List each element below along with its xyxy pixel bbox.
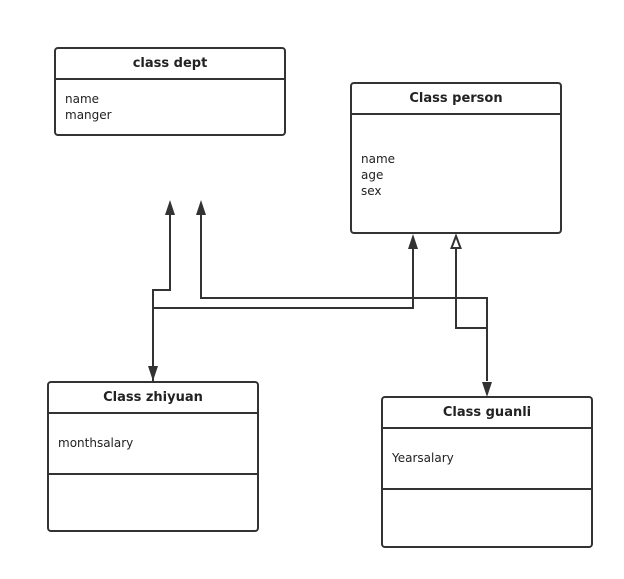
class-attributes-dept: name manger bbox=[56, 80, 284, 123]
class-title-zhiyuan: Class zhiyuan bbox=[49, 383, 257, 414]
class-box-person[interactable]: Class person name age sex bbox=[350, 82, 562, 234]
arrowhead-into-zhiyuan bbox=[148, 366, 158, 381]
attribute-dept-manger: manger bbox=[65, 108, 112, 122]
class-box-dept[interactable]: class dept name manger bbox=[54, 47, 286, 136]
arrowhead-into-guanli bbox=[482, 382, 492, 397]
attribute-person-sex: sex bbox=[361, 184, 382, 198]
attribute-person-name: name bbox=[361, 152, 396, 166]
arrowhead-zhiyuan-dept bbox=[165, 200, 175, 215]
class-box-zhiyuan[interactable]: Class zhiyuan monthsalary bbox=[47, 381, 259, 532]
class-title-guanli: Class guanli bbox=[383, 398, 591, 429]
class-title-person: Class person bbox=[352, 84, 560, 115]
attribute-dept-name: name bbox=[65, 92, 100, 106]
class-attributes-guanli: Yearsalary bbox=[383, 429, 591, 488]
class-title-dept: class dept bbox=[56, 49, 284, 80]
attribute-guanli-yearsalary: Yearsalary bbox=[392, 451, 454, 465]
connector-zhiyuan-dept bbox=[152, 214, 171, 381]
attribute-zhiyuan-monthsalary: monthsalary bbox=[58, 436, 134, 450]
connector-guanli-person bbox=[455, 248, 488, 329]
connector-zhiyuan-person bbox=[153, 247, 414, 309]
arrowhead-zhiyuan-person bbox=[408, 234, 418, 249]
class-attributes-zhiyuan: monthsalary bbox=[49, 414, 257, 473]
class-box-guanli[interactable]: Class guanli Yearsalary bbox=[381, 396, 593, 548]
connector-guanli-dept bbox=[200, 214, 488, 381]
attribute-person-age: age bbox=[361, 168, 384, 182]
arrowhead-guanli-person-hollow bbox=[450, 233, 462, 249]
arrowhead-guanli-dept bbox=[196, 200, 206, 215]
class-attributes-person: name age sex bbox=[352, 115, 560, 199]
class-methods-zhiyuan bbox=[49, 473, 257, 530]
class-methods-guanli bbox=[383, 488, 591, 546]
